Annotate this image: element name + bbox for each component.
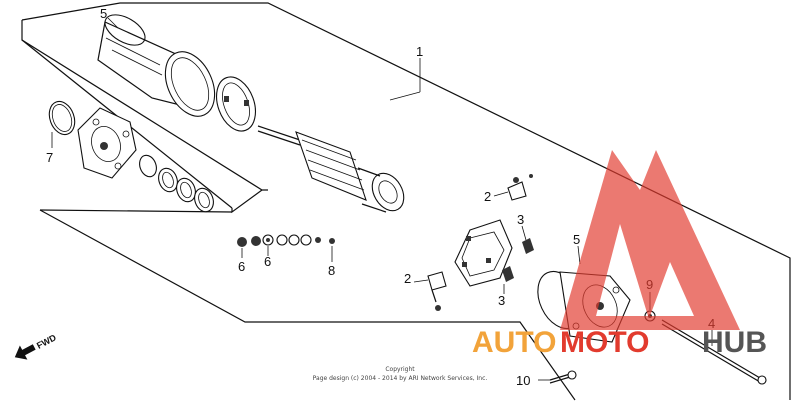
watermark-text-hub: HUB — [702, 326, 767, 359]
o-ring — [48, 100, 76, 136]
bolt-10 — [549, 370, 577, 384]
watermark-wordmark: AUTO MOTO HUB — [472, 326, 767, 359]
brush-lower — [502, 266, 514, 282]
brush-plate — [454, 219, 513, 287]
assembly-frame — [21, 2, 791, 401]
forward-label: FWD — [35, 332, 58, 351]
callout-5-lower: 5 — [573, 232, 580, 247]
brush-upper — [522, 238, 534, 254]
callout-10: 10 — [516, 373, 530, 388]
callout-5-upper: 5 — [100, 6, 107, 21]
copyright-notice: Page design (c) 2004 - 2014 by ARI Netwo… — [313, 375, 488, 382]
terminal-lower — [427, 271, 447, 311]
yoke-housing — [97, 14, 216, 117]
callout-2-lower: 2 — [404, 271, 411, 286]
small-washer-row — [237, 234, 335, 247]
watermark-text-auto: AUTO — [472, 326, 556, 359]
callout-2-upper: 2 — [484, 189, 491, 204]
copyright-title: Copyright — [385, 366, 415, 373]
callout-1: 1 — [416, 44, 423, 59]
watermark-triangle-icon — [560, 150, 740, 330]
forward-arrow-icon: FWD — [14, 332, 58, 360]
callout-3-lower: 3 — [498, 293, 505, 308]
washer-set — [139, 154, 214, 213]
callout-8: 8 — [328, 263, 335, 278]
callout-6-left: 6 — [238, 259, 245, 274]
callout-3-upper: 3 — [517, 212, 524, 227]
callout-6-right: 6 — [264, 254, 271, 269]
watermark-logo — [560, 150, 740, 330]
front-cover — [77, 107, 137, 179]
callout-7: 7 — [46, 150, 53, 165]
watermark-text-moto: MOTO — [560, 326, 649, 359]
armature — [257, 125, 405, 213]
terminal-upper — [507, 174, 533, 201]
brush-holder-ring — [216, 76, 256, 132]
